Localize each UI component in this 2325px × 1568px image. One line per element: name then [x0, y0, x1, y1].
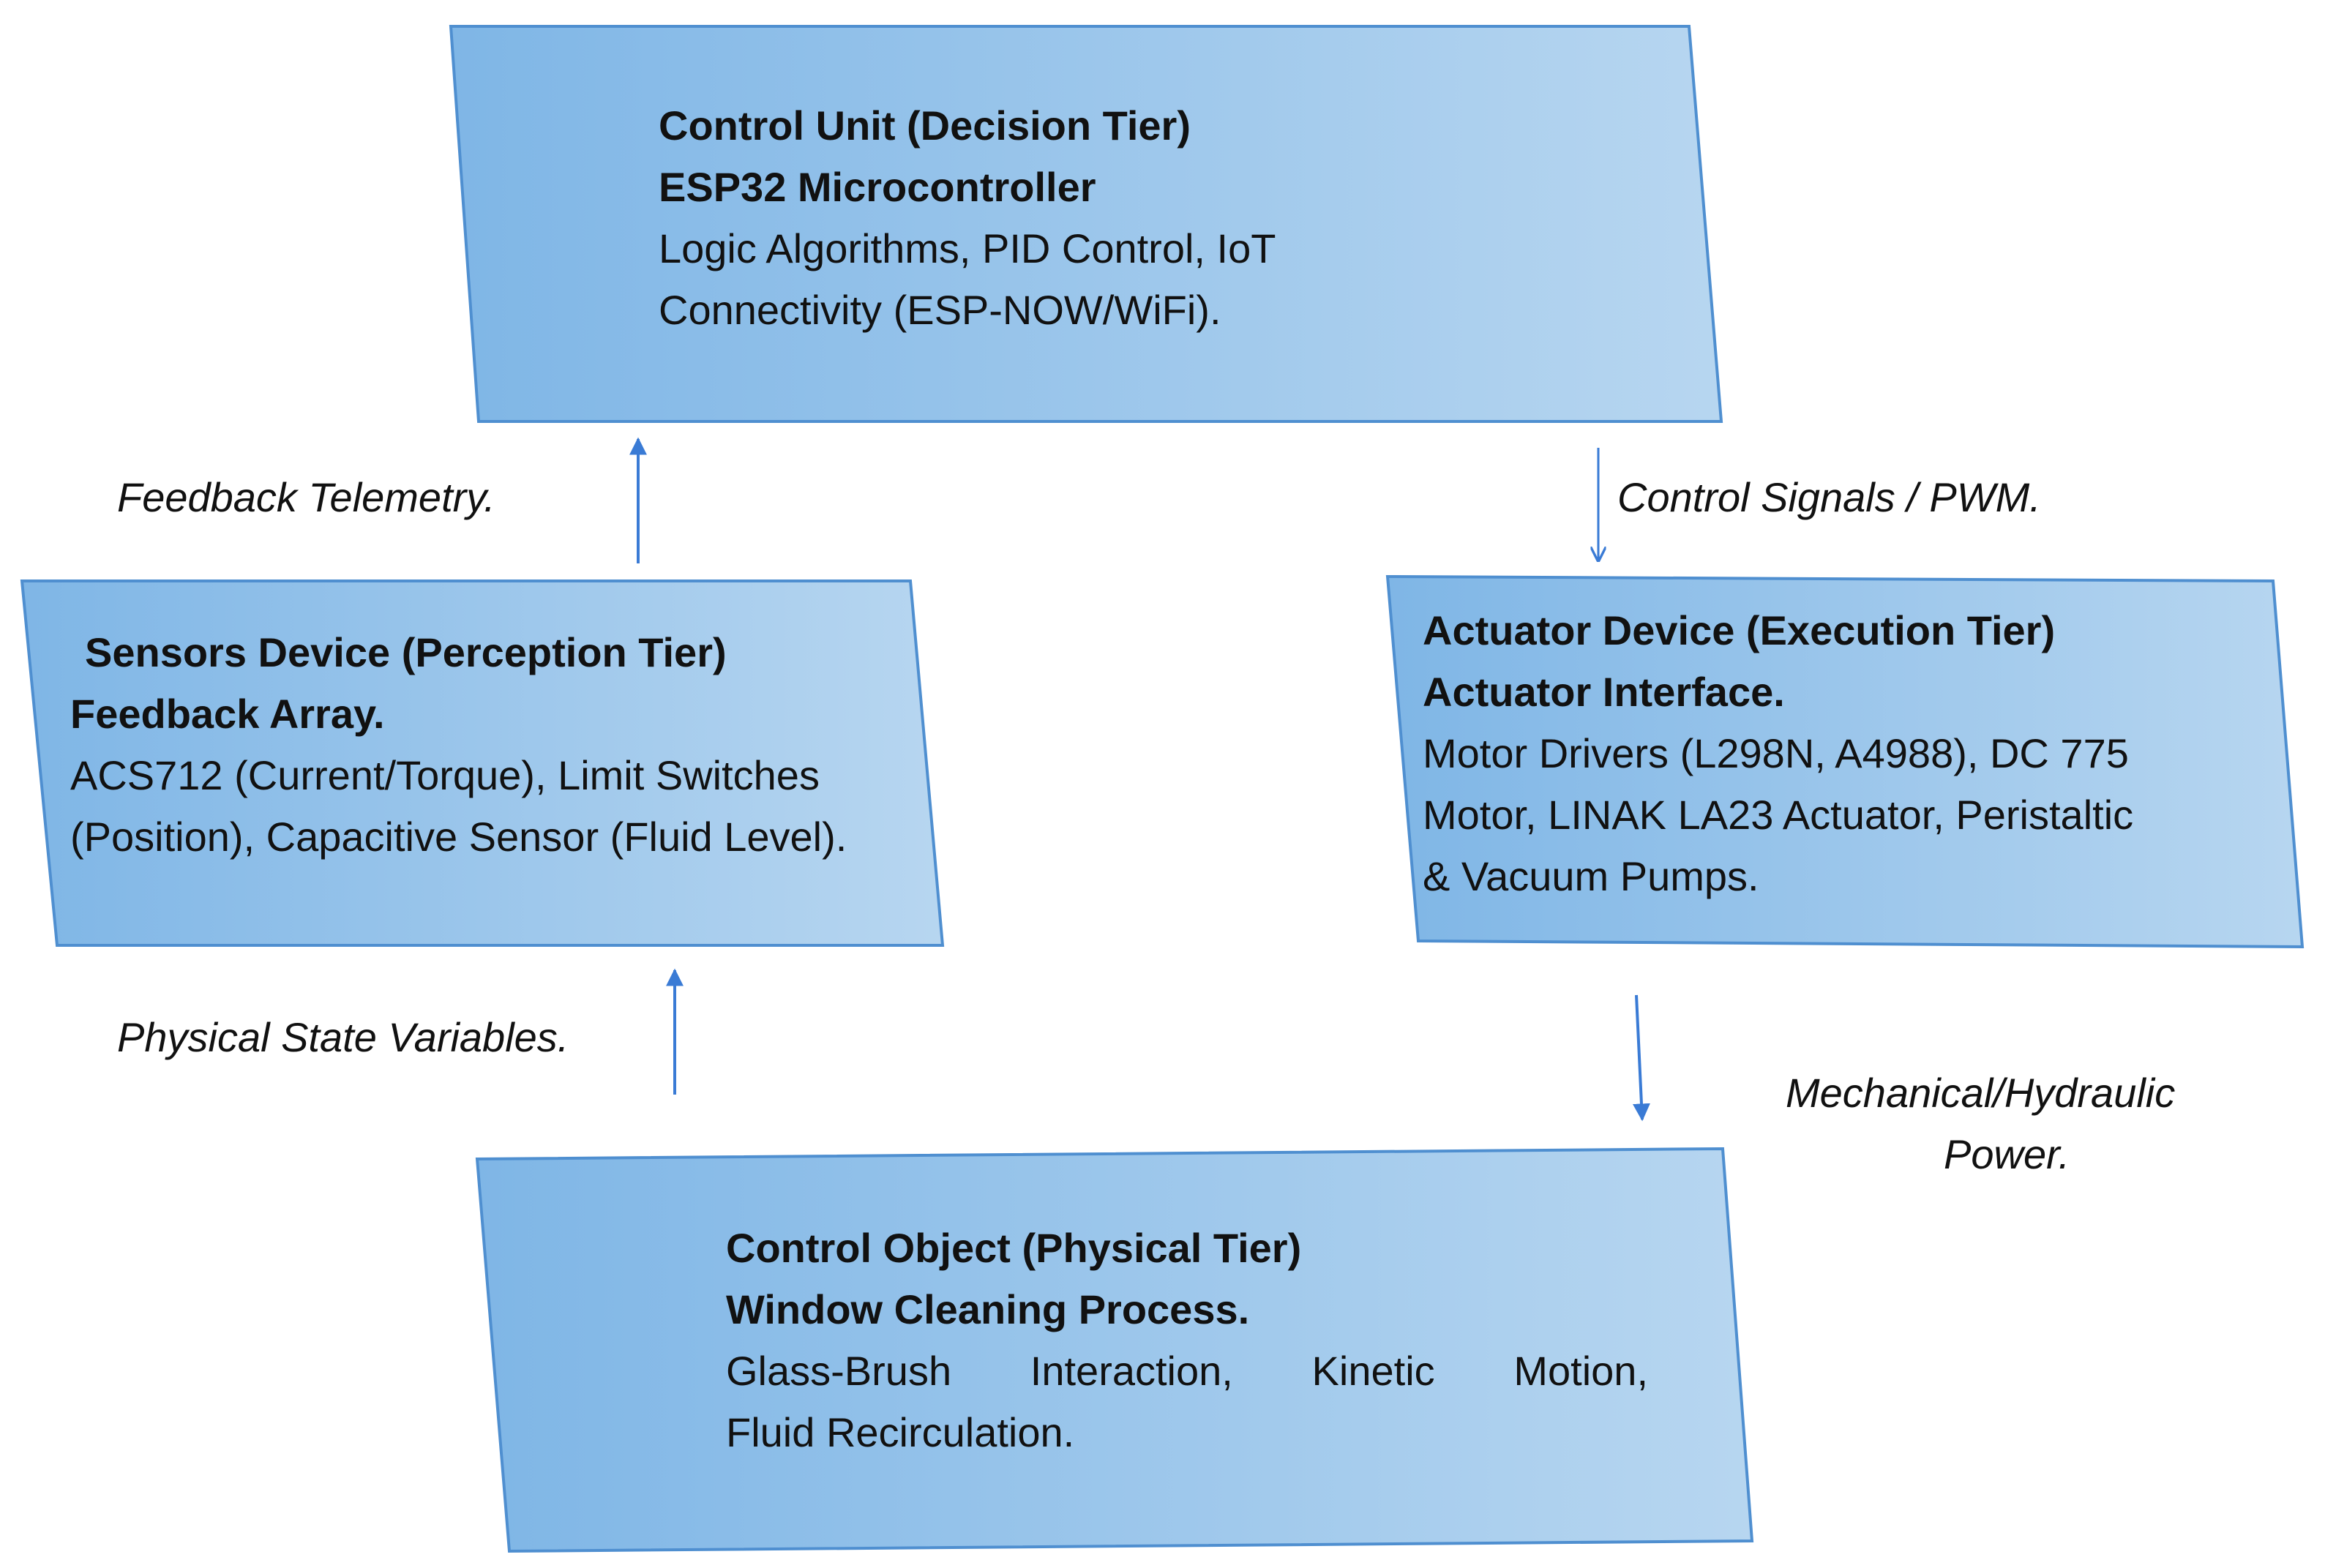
control-object-text: Control Object (Physical Tier) Window Cl… [726, 1218, 1648, 1463]
control-unit-subtitle: ESP32 Microcontroller [659, 164, 1096, 210]
mechanical-power-label-line1: Mechanical/Hydraulic [1786, 1070, 2176, 1116]
control-signals-label: Control Signals / PWM. [1617, 474, 2041, 520]
control-unit-title: Control Unit (Decision Tier) [659, 102, 1191, 149]
sensors-subtitle: Feedback Array. [70, 691, 385, 737]
sensors-title: Sensors Device (Perception Tier) [85, 629, 727, 675]
mechanical-power-label-line2: Power. [1944, 1131, 2070, 1177]
control-object-desc-line1: Glass-Brush Interaction, Kinetic Motion, [726, 1348, 1648, 1394]
control-unit-desc-line2: Connectivity (ESP-NOW/WiFi). [659, 287, 1221, 333]
control-object-subtitle: Window Cleaning Process. [726, 1286, 1250, 1332]
actuator-desc-line2: Motor, LINAK LA23 Actuator, Peristaltic [1423, 792, 2134, 838]
actuator-desc-line3: & Vacuum Pumps. [1423, 853, 1759, 899]
actuator-box [1385, 574, 2305, 949]
control-unit-text: Control Unit (Decision Tier) ESP32 Micro… [659, 95, 1276, 341]
control-unit-desc-line1: Logic Algorithms, PID Control, IoT [659, 225, 1276, 271]
sensors-desc-line1: ACS712 (Current/Torque), Limit Switches [70, 752, 820, 798]
sensors-text: Sensors Device (Perception Tier) Feedbac… [70, 622, 847, 868]
control-object-title: Control Object (Physical Tier) [726, 1225, 1302, 1271]
actuator-title: Actuator Device (Execution Tier) [1423, 607, 2056, 653]
sensors-box [20, 579, 945, 947]
physical-state-label: Physical State Variables. [117, 1014, 569, 1060]
control-object-box [475, 1147, 1754, 1553]
actuator-text: Actuator Device (Execution Tier) Actuato… [1423, 600, 2133, 907]
actuator-subtitle: Actuator Interface. [1423, 669, 1785, 715]
actuator-desc-line1: Motor Drivers (L298N, A4988), DC 775 [1423, 730, 2129, 776]
mechanical-power-arrow [1632, 994, 1650, 1122]
feedback-label: Feedback Telemetry. [117, 474, 495, 520]
control-unit-box [449, 25, 1723, 423]
sensors-desc-line2: (Position), Capacitive Sensor (Fluid Lev… [70, 814, 847, 860]
control-object-desc-line2: Fluid Recirculation. [726, 1409, 1075, 1455]
